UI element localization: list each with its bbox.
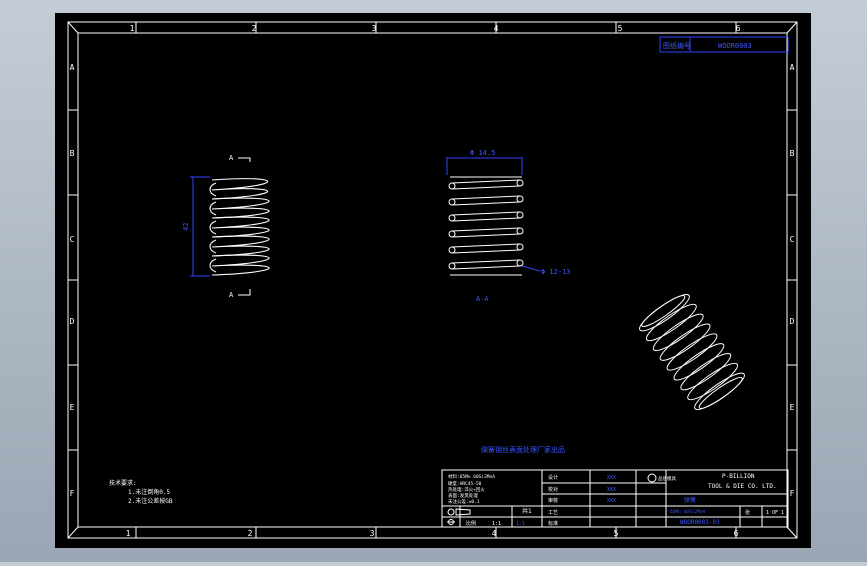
col-num: 5 xyxy=(618,24,623,33)
role-label: 审核 xyxy=(548,497,558,504)
section-label-top: A xyxy=(229,154,234,162)
row-letter: D xyxy=(70,317,75,326)
tech-req-line: 2.未注公差按GB xyxy=(128,497,173,505)
drawing-number-box: 图纸编号 WOOR0003 xyxy=(659,36,789,53)
scale-marker: 1:1 xyxy=(516,521,525,527)
role-label: 标准 xyxy=(548,520,558,527)
company-en-2: TOOL & DIE CO. LTD. xyxy=(708,483,777,490)
tb-note: 未注公差:±0.1 xyxy=(448,498,480,505)
row-letters: A B C D E F A B C D E F xyxy=(70,63,795,498)
row-letter: F xyxy=(790,489,795,498)
col-num: 2 xyxy=(248,529,253,538)
col-num: 5 xyxy=(614,529,619,538)
row-letter: E xyxy=(70,403,75,412)
company-logo-icon xyxy=(647,473,657,483)
role-label: 工艺 xyxy=(548,510,558,516)
title-block: 材料:65Mn 60Si2MnA 硬度:HRC45-50 热处理:淬火+回火 表… xyxy=(441,469,789,528)
drawing-no-label: 图纸编号 xyxy=(663,41,691,50)
sheet-value: 1 OF 1 xyxy=(766,510,784,516)
drawing-no: WOOR0003 xyxy=(718,42,752,50)
company-en-1: P-BILLION xyxy=(722,473,755,480)
spring-side-view[interactable]: 42 A A xyxy=(182,154,270,299)
wire-dimension: Φ 12-13 xyxy=(541,268,571,276)
col-num: 6 xyxy=(734,529,739,538)
role-value: XXX xyxy=(607,498,616,504)
role-label: 设计 xyxy=(548,474,558,481)
col-num: 2 xyxy=(252,24,257,33)
part-name: 弹簧 xyxy=(684,496,696,504)
sheet-count: 共1 xyxy=(522,507,532,515)
row-letter: F xyxy=(70,489,75,498)
tb-note: 材料:65Mn 60Si2MnA xyxy=(448,473,495,480)
model-space-background xyxy=(55,13,811,548)
row-letter: D xyxy=(790,317,795,326)
row-letter: A xyxy=(70,63,75,72)
tech-req-line: 1.未注倒角0.5 xyxy=(128,488,170,496)
row-letter: E xyxy=(790,403,795,412)
sheet-label: 张 xyxy=(745,509,750,516)
col-num: 4 xyxy=(494,24,499,33)
section-label-bottom: A xyxy=(229,291,234,299)
col-num: 1 xyxy=(126,529,131,538)
tb-note: 表面:发黑处理 xyxy=(448,492,478,499)
projection-symbol-icon xyxy=(447,508,471,516)
col-num: 3 xyxy=(372,24,377,33)
part-number: WOOR0003-03 xyxy=(680,519,720,526)
tb-note: 硬度:HRC45-50 xyxy=(448,480,482,487)
role-label: 校对 xyxy=(548,486,558,493)
note-caption: 弹簧钢丝表面处理厂家出品 xyxy=(481,445,565,454)
scale-label: 比例 xyxy=(466,520,476,527)
tb-note: 热处理:淬火+回火 xyxy=(448,486,485,493)
col-num: 6 xyxy=(736,24,741,33)
section-view-label: A-A xyxy=(476,295,489,303)
col-num: 3 xyxy=(370,529,375,538)
company-cn: 品佰模具 xyxy=(658,475,676,482)
col-num: 1 xyxy=(130,24,135,33)
column-numbers: 1 2 3 4 5 6 1 2 3 4 5 6 xyxy=(126,24,741,538)
row-letter: C xyxy=(70,235,75,244)
role-value: XXX xyxy=(607,475,616,481)
part-material: 65Mn 60Si2MnA xyxy=(670,509,706,515)
scale-value: 1:1 xyxy=(492,521,501,527)
spring-section-view[interactable]: Φ 14.5 Φ 12-13 A-A xyxy=(446,149,571,303)
drawing-frame xyxy=(67,21,798,539)
diameter-dimension: Φ 14.5 xyxy=(470,149,495,157)
tech-req-title: 技术要求: xyxy=(109,479,137,487)
role-value: XXX xyxy=(607,487,616,493)
height-dimension: 42 xyxy=(182,223,190,231)
row-letter: A xyxy=(790,63,795,72)
spring-isometric-view[interactable] xyxy=(636,290,748,415)
scale-icon xyxy=(447,519,455,525)
row-letter: C xyxy=(790,235,795,244)
row-letter: B xyxy=(70,149,75,158)
technical-requirements: 技术要求: 1.未注倒角0.5 2.未注公差按GB xyxy=(109,479,173,505)
col-num: 4 xyxy=(492,529,497,538)
row-letter: B xyxy=(790,149,795,158)
